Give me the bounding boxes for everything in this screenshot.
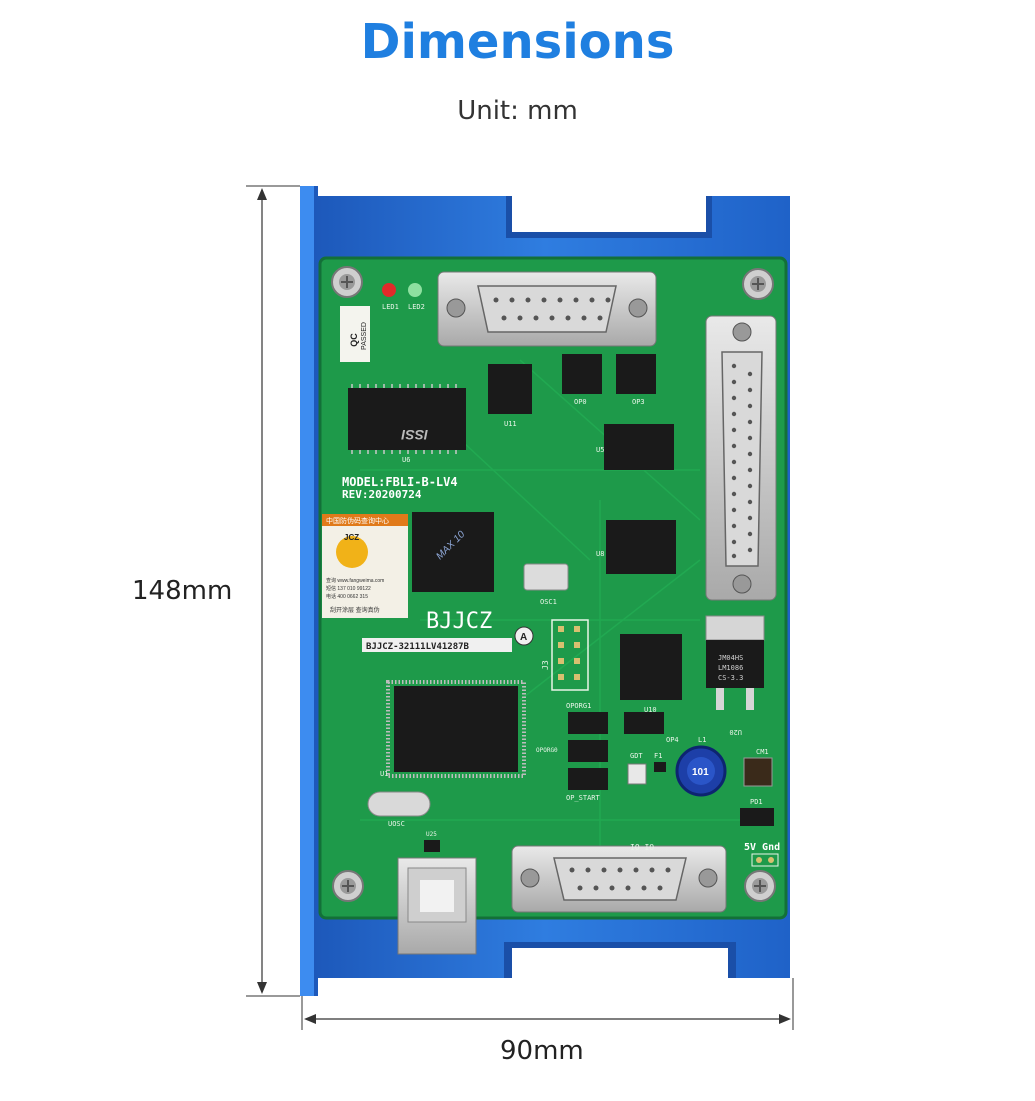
inductor-l1: 101	[675, 745, 727, 797]
power-label: 5V Gnd	[744, 842, 780, 853]
memory-chip-u6: ISSI	[348, 384, 466, 454]
chip-oporg1	[568, 712, 608, 734]
header-j3	[551, 619, 589, 691]
regulator-text-2: LM1086	[718, 664, 743, 672]
inductor-label: 101	[692, 767, 709, 778]
chip-u5	[604, 424, 674, 470]
height-dimension-line	[246, 185, 300, 997]
osc1-label: OSC1	[540, 598, 557, 606]
chip-op4	[624, 712, 664, 734]
cm1-label: CM1	[756, 748, 769, 756]
unit-label: Unit: mm	[457, 96, 578, 126]
qc-sticker: QC PASSED	[340, 306, 370, 362]
page-title: Dimensions	[360, 14, 675, 70]
led-red	[382, 283, 396, 297]
chip-oporg0	[568, 740, 608, 762]
chip-u10	[620, 634, 682, 700]
fpga-chip: MAX 10	[412, 512, 494, 592]
u25-label: U25	[426, 831, 437, 838]
model-text: MODEL:FBLI-B-LV4	[342, 475, 458, 489]
op-start-label: OP_START	[566, 794, 601, 802]
serial-text: BJJCZ-32111LV41287B	[366, 642, 470, 652]
usb-b-connector	[397, 857, 477, 955]
chip-op3	[616, 354, 656, 394]
l1-label: L1	[698, 736, 706, 744]
serial-label-bg	[362, 638, 512, 652]
chip-u25	[424, 840, 440, 852]
u8-label: U8	[596, 550, 604, 558]
oporg0-label: OPORG0	[536, 747, 558, 754]
fuse-f1	[654, 762, 666, 772]
db15-connector-top	[437, 271, 657, 347]
sticker-line-0: 中国防伪码查询中心	[326, 516, 389, 525]
brand-text: BJJCZ	[426, 609, 492, 634]
sticker-line-2: 查询 www.fangweima.com	[326, 577, 384, 584]
sticker-line-1: JCZ	[344, 533, 359, 542]
power-pin-gnd	[768, 857, 774, 863]
u5-label: U5	[596, 446, 604, 454]
width-dimension-label: 90mm	[500, 1036, 584, 1066]
db25-connector-right	[705, 315, 777, 601]
screw-top-left	[331, 266, 363, 298]
sticker-line-4: 电话 400 0662 315	[326, 593, 368, 600]
serial-tag-circle	[514, 626, 534, 646]
sticker-line-5: 刮开涂层 查询真伪	[330, 606, 380, 614]
op4-label: OP4	[666, 736, 679, 744]
op3-label: OP3	[632, 398, 645, 406]
oporg1-label: OPORG1	[566, 702, 591, 710]
u6-label: U6	[402, 456, 410, 464]
u11-label: U11	[504, 420, 517, 428]
j3-label: J3	[541, 660, 550, 670]
regulator-u20: JM04HS LM1086 CS-3.3	[705, 615, 765, 710]
chip-op0	[562, 354, 602, 394]
screw-bottom-right	[744, 870, 776, 902]
oscillator-osc1	[523, 563, 569, 591]
width-dimension-line	[301, 978, 794, 1030]
qc-passed-text: PASSED	[361, 322, 368, 350]
chip-u8	[606, 520, 676, 574]
height-dimension-label: 148mm	[132, 576, 233, 606]
u1-label: U1	[380, 770, 388, 778]
chip-u11	[488, 364, 532, 414]
u20-label: U20	[729, 728, 742, 736]
power-pin-5v	[756, 857, 762, 863]
uosc-label: UOSC	[388, 820, 405, 828]
screw-bottom-left	[332, 870, 364, 902]
crystal-uosc	[367, 791, 431, 817]
screw-top-right	[742, 268, 774, 300]
io-label: IO IO	[630, 843, 654, 852]
mcu-u1	[386, 680, 526, 778]
anti-counterfeit-sticker: 中国防伪码查询中心 JCZ 查询 www.fangweima.com 短信 13…	[322, 514, 408, 618]
u10-label: U10	[644, 706, 657, 714]
gdt-label: GDT	[630, 752, 643, 760]
qc-text: QC	[349, 333, 359, 347]
chip-op-start	[568, 768, 608, 790]
memory-chip-brand: ISSI	[400, 427, 428, 443]
rev-text: REV:20200724	[342, 488, 422, 501]
gdt-component	[627, 763, 647, 785]
diode-pd1	[740, 808, 774, 826]
power-header	[751, 853, 779, 867]
regulator-text-3: CS-3.3	[718, 674, 743, 682]
sticker-line-3: 短信 137 010 99122	[326, 585, 371, 592]
led-green	[408, 283, 422, 297]
regulator-text-1: JM04HS	[718, 654, 743, 662]
serial-tag: A	[520, 632, 527, 643]
led2-label: LED2	[408, 303, 425, 311]
f1-label: F1	[654, 752, 662, 760]
pd1-label: PD1	[750, 798, 763, 806]
op0-label: OP0	[574, 398, 587, 406]
led1-label: LED1	[382, 303, 399, 311]
choke-cm1	[743, 757, 773, 787]
db15-connector-bottom	[511, 845, 727, 913]
